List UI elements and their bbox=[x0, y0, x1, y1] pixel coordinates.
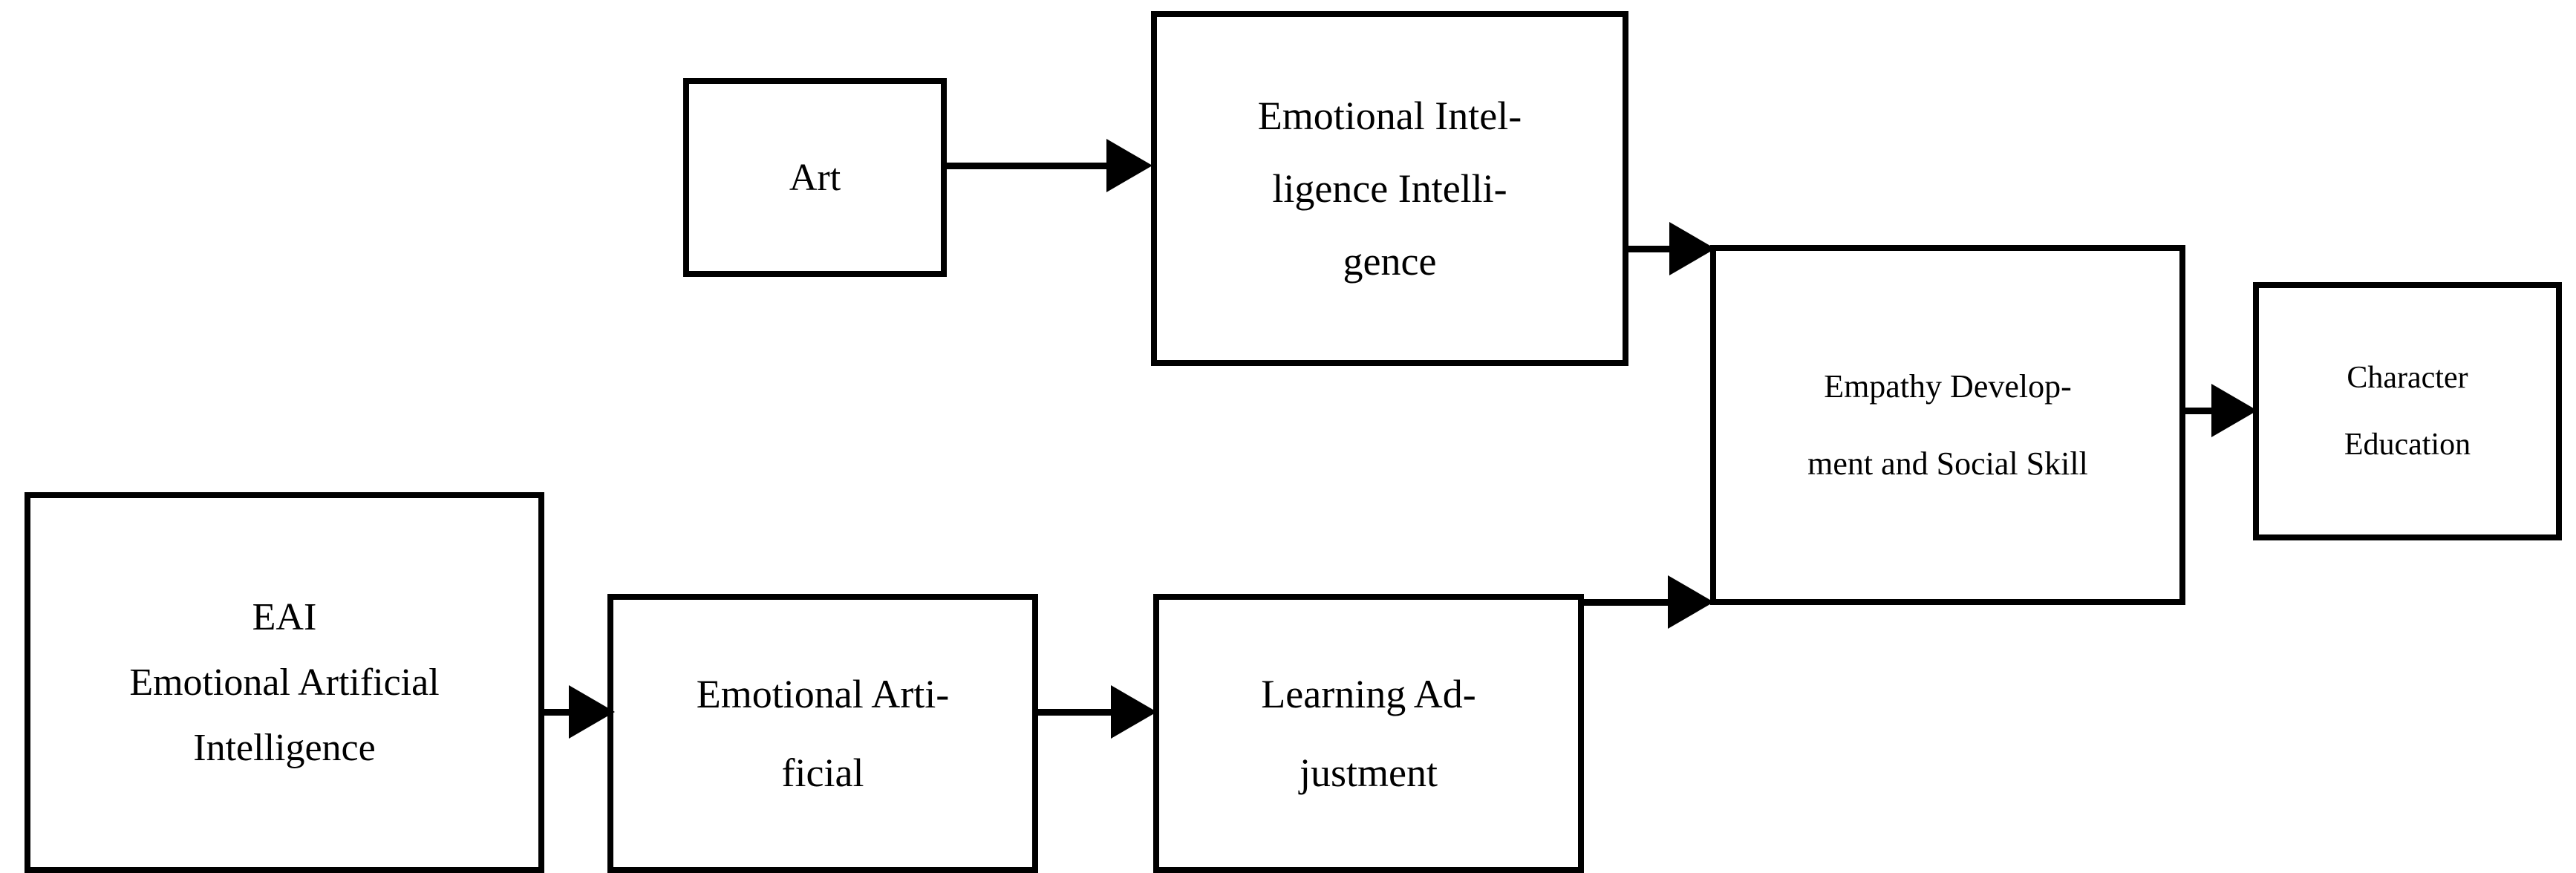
emotional-intelligence-line-2: ligence Intelli- bbox=[1272, 166, 1507, 211]
arrow-emotional-intelligence-to-empathy bbox=[1626, 219, 1719, 278]
character-education-node[interactable]: Character Education bbox=[2253, 282, 2562, 540]
learning-adjustment-line-2: justment bbox=[1300, 751, 1438, 795]
emotional-intelligence-node[interactable]: Emotional Intel- ligence Intelli- gence bbox=[1151, 11, 1628, 366]
arrow-eai-to-emotional-artificial bbox=[544, 682, 615, 742]
learning-adjustment-line-1: Learning Ad- bbox=[1261, 672, 1476, 716]
eai-line-3: Intelligence bbox=[193, 726, 376, 769]
empathy-line-2: ment and Social Skill bbox=[1807, 445, 2088, 482]
character-education-line-2: Education bbox=[2344, 428, 2471, 462]
arrowhead-icon bbox=[1106, 139, 1152, 192]
learning-adjustment-node[interactable]: Learning Ad- justment bbox=[1153, 594, 1584, 873]
arrowhead-icon bbox=[1669, 222, 1715, 275]
emotional-artificial-line-1: Emotional Arti- bbox=[696, 672, 950, 716]
arrowhead-icon bbox=[2211, 384, 2257, 437]
arrowhead-icon bbox=[1111, 685, 1157, 739]
eai-node[interactable]: EAI Emotional Artificial Intelligence bbox=[25, 492, 544, 873]
emotional-artificial-line-2: ficial bbox=[781, 751, 864, 795]
art-line-1: Art bbox=[789, 156, 841, 199]
arrow-shaft bbox=[2183, 408, 2217, 414]
empathy-node[interactable]: Empathy Develop- ment and Social Skill bbox=[1710, 245, 2185, 605]
character-education-line-1: Character bbox=[2347, 361, 2468, 395]
arrowhead-icon bbox=[1668, 575, 1714, 629]
arrow-shaft bbox=[544, 709, 574, 716]
emotional-intelligence-line-3: gence bbox=[1343, 239, 1437, 284]
emotional-intelligence-line-1: Emotional Intel- bbox=[1257, 94, 1522, 138]
emotional-artificial-node[interactable]: Emotional Arti- ficial bbox=[607, 594, 1038, 873]
arrow-shaft bbox=[1038, 709, 1116, 716]
arrow-emotional-artificial-to-learning-adjustment bbox=[1038, 682, 1161, 742]
arrow-art-to-emotional-intelligence bbox=[947, 136, 1158, 195]
arrow-shaft bbox=[1626, 246, 1675, 252]
empathy-line-1: Empathy Develop- bbox=[1824, 367, 2072, 405]
arrow-empathy-to-character-education bbox=[2183, 381, 2261, 440]
arrow-shaft bbox=[947, 163, 1112, 169]
art-node[interactable]: Art bbox=[683, 78, 947, 277]
arrow-shaft bbox=[1584, 599, 1673, 606]
eai-line-2: Emotional Artificial bbox=[129, 661, 440, 704]
arrow-learning-adjustment-to-empathy bbox=[1584, 572, 1718, 632]
eai-line-1: EAI bbox=[252, 595, 317, 638]
